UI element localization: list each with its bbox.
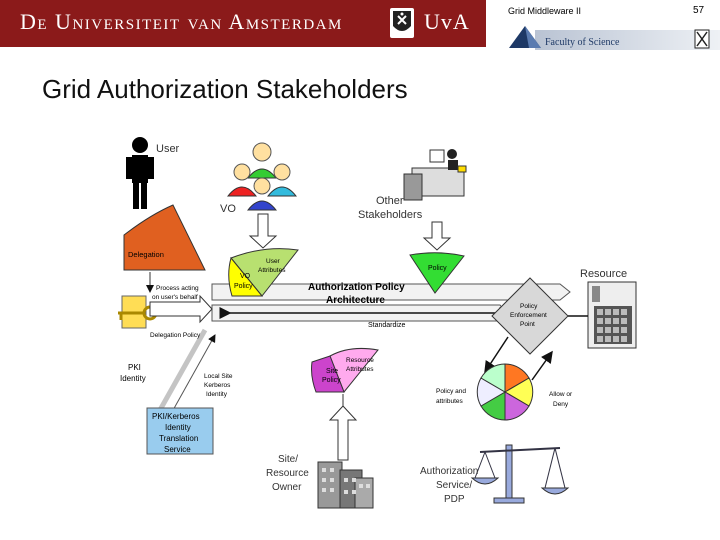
delegation-label: Delegation: [128, 250, 164, 259]
site-owner-line2: Resource: [266, 468, 309, 479]
translation-line1: PKI/Kerberos: [152, 412, 200, 421]
authz-service-line1: Authorization: [420, 466, 478, 477]
policy-label: Policy: [428, 265, 447, 272]
authz-arch-line1: Authorization Policy: [308, 282, 405, 293]
user-attributes-wedge: [230, 248, 299, 297]
university-name: De Universiteit van Amsterdam: [20, 9, 343, 34]
stakeholders-down-arrow: [422, 221, 452, 251]
authz-service-line3: PDP: [444, 494, 465, 505]
translation-line2: Identity: [165, 423, 191, 432]
site-owner-line3: Owner: [272, 482, 302, 493]
vo-label: VO: [220, 203, 236, 215]
pep-line1: Policy: [520, 303, 538, 310]
process-arrow: [149, 294, 213, 324]
faculty-label: Faculty of Science: [545, 37, 620, 48]
pdp-to-pep-arrow: [531, 350, 553, 381]
vo-policy-wedge: [228, 256, 264, 297]
pki-diagonal-arrow: [157, 328, 208, 412]
user-figure-icon: [126, 137, 154, 209]
local-site-line3: Identity: [206, 391, 228, 398]
site-policy-line2: Policy: [322, 377, 341, 384]
resource-computer-icon: [587, 281, 637, 349]
site-policy-line1: Site: [326, 368, 338, 375]
translation-service-box: [146, 407, 214, 455]
vo-group-icon: [226, 142, 298, 211]
scales-icon: [470, 444, 570, 504]
local-site-diagonal-arrow: [171, 334, 216, 413]
stakeholder-computer-icon: [403, 149, 467, 201]
policy-wedge: [409, 252, 465, 294]
course-title: Grid Middleware II: [508, 6, 582, 16]
uva-crest-logo: [390, 8, 414, 38]
policy-attributes-line1: Policy and: [436, 388, 466, 395]
site-owner-up-arrow: [328, 405, 358, 461]
allow-deny-line1: Allow or: [549, 391, 573, 398]
standardize-label: Standardize: [368, 322, 405, 329]
pki-identity-line2: Identity: [120, 374, 146, 383]
user-attributes-line1: User: [266, 258, 281, 265]
pep-line2: Enforcement: [510, 312, 547, 319]
slide-title: Grid Authorization Stakeholders: [42, 74, 408, 104]
allow-deny-line2: Deny: [553, 401, 569, 408]
site-policy-wedge: [311, 355, 345, 393]
vo-policy-line1: VO: [240, 273, 251, 280]
process-acting-line1: Process acting: [156, 285, 199, 292]
user-label: User: [156, 143, 180, 155]
local-site-line2: Kerberos: [204, 382, 231, 389]
policy-pie: [476, 363, 534, 421]
authz-arch-line2: Architecture: [326, 295, 385, 306]
site-buildings-icon: [317, 461, 374, 509]
delegation-policy-label: Delegation Policy: [150, 332, 201, 339]
resource-attributes-line1: Resource: [346, 357, 374, 364]
vo-down-arrow: [248, 213, 278, 249]
delegation-wedge: [123, 204, 206, 271]
resource-label: Resource: [580, 268, 627, 280]
translation-line3: Translation: [159, 434, 198, 443]
page-number: 57: [693, 5, 705, 16]
resource-attributes-wedge: [329, 348, 379, 393]
authz-service-line2: Service/: [436, 480, 472, 491]
site-owner-line1: Site/: [278, 454, 298, 465]
faculty-of-science-logo: Faculty of Science: [505, 20, 720, 54]
user-attributes-line2: Attributes: [258, 267, 286, 274]
pep-diamond: [491, 277, 569, 355]
policy-attributes-line2: attributes: [436, 398, 463, 405]
translation-line4: Service: [164, 445, 191, 454]
uva-abbreviation: UvA: [424, 9, 470, 34]
other-stakeholders-line2: Stakeholders: [358, 209, 423, 221]
local-site-line1: Local Site: [204, 373, 233, 380]
pep-to-pdp-arrow: [484, 336, 509, 374]
process-acting-line2: on user's behalf: [152, 294, 198, 301]
resource-attributes-line2: Attributes: [346, 366, 374, 373]
pep-line3: Point: [520, 321, 535, 328]
pki-identity-line1: PKI: [128, 363, 141, 372]
vo-policy-line2: Policy: [234, 283, 253, 290]
other-stakeholders-line1: Other: [376, 195, 404, 207]
